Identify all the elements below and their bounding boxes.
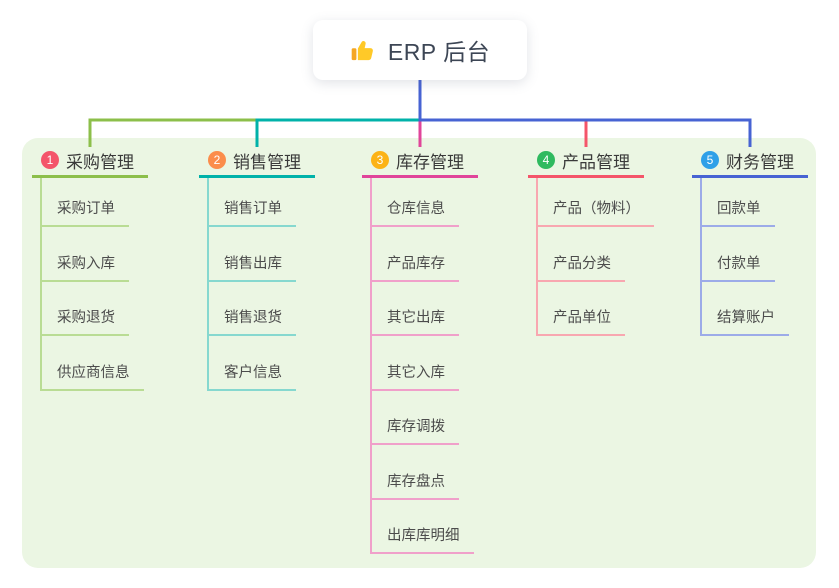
branch-children: 产品（物料） 产品分类 产品单位 [536, 178, 654, 336]
child-label: 供应商信息 [42, 361, 144, 391]
child-label: 仓库信息 [372, 197, 459, 227]
child-label: 采购订单 [42, 197, 129, 227]
child-node[interactable]: 销售退货 [209, 282, 296, 336]
branch-title-purchase[interactable]: 1 采购管理 [32, 148, 148, 178]
thumbs-up-icon [351, 40, 373, 60]
child-label: 出库库明细 [372, 524, 474, 554]
child-label: 产品分类 [538, 252, 625, 282]
branch-title-product[interactable]: 4 产品管理 [528, 148, 644, 178]
child-label: 其它出库 [372, 306, 459, 336]
child-label: 销售订单 [209, 197, 296, 227]
child-label: 销售退货 [209, 306, 296, 336]
branch-sales: 2 销售管理 销售订单 销售出库 销售退货 客户信息 [199, 148, 315, 391]
child-node[interactable]: 采购入库 [42, 227, 144, 282]
branch-children: 仓库信息 产品库存 其它出库 其它入库 库存调拨 库存盘点 出库库明细 [370, 178, 474, 554]
branch-number-badge: 2 [208, 151, 226, 169]
child-node[interactable]: 销售订单 [209, 178, 296, 227]
child-label: 付款单 [702, 252, 775, 282]
child-label: 采购退货 [42, 306, 129, 336]
child-node[interactable]: 采购退货 [42, 282, 144, 336]
child-label: 产品单位 [538, 306, 625, 336]
child-node[interactable]: 采购订单 [42, 178, 144, 227]
child-node[interactable]: 产品分类 [538, 227, 654, 282]
child-label: 结算账户 [702, 306, 789, 336]
branch-label: 采购管理 [66, 152, 134, 172]
branch-children: 采购订单 采购入库 采购退货 供应商信息 [40, 178, 144, 391]
branch-number-badge: 5 [701, 151, 719, 169]
branch-title-inventory[interactable]: 3 库存管理 [362, 148, 478, 178]
child-label: 库存盘点 [372, 470, 459, 500]
child-node[interactable]: 回款单 [702, 178, 789, 227]
child-label: 产品（物料） [538, 197, 654, 227]
branch-label: 财务管理 [726, 152, 794, 172]
child-label: 产品库存 [372, 252, 459, 282]
root-node[interactable]: ERP 后台 [313, 20, 527, 80]
root-node-title: ERP 后台 [387, 39, 491, 65]
child-label: 客户信息 [209, 361, 296, 391]
branch-purchase: 1 采购管理 采购订单 采购入库 采购退货 供应商信息 [32, 148, 148, 391]
child-node[interactable]: 销售出库 [209, 227, 296, 282]
branch-number-badge: 3 [371, 151, 389, 169]
branch-inventory: 3 库存管理 仓库信息 产品库存 其它出库 其它入库 库存调拨 库存盘点 出库库… [362, 148, 478, 554]
child-node[interactable]: 客户信息 [209, 336, 296, 391]
branch-children: 回款单 付款单 结算账户 [700, 178, 789, 336]
branch-finance: 5 财务管理 回款单 付款单 结算账户 [692, 148, 808, 336]
branch-title-finance[interactable]: 5 财务管理 [692, 148, 808, 178]
child-node[interactable]: 其它出库 [372, 282, 474, 336]
child-label: 采购入库 [42, 252, 129, 282]
branch-label: 库存管理 [396, 152, 464, 172]
branch-title-sales[interactable]: 2 销售管理 [199, 148, 315, 178]
branch-number-badge: 4 [537, 151, 555, 169]
child-node[interactable]: 结算账户 [702, 282, 789, 336]
child-node[interactable]: 出库库明细 [372, 500, 474, 554]
branch-product: 4 产品管理 产品（物料） 产品分类 产品单位 [528, 148, 654, 336]
child-node[interactable]: 库存盘点 [372, 445, 474, 500]
child-label: 销售出库 [209, 252, 296, 282]
child-label: 库存调拨 [372, 415, 459, 445]
child-label: 其它入库 [372, 361, 459, 391]
child-node[interactable]: 其它入库 [372, 336, 474, 391]
connector-branch-finance [418, 78, 752, 147]
child-node[interactable]: 供应商信息 [42, 336, 144, 391]
branches-background-panel [22, 138, 816, 568]
branch-children: 销售订单 销售出库 销售退货 客户信息 [207, 178, 296, 391]
branch-label: 销售管理 [233, 152, 301, 172]
child-node[interactable]: 产品（物料） [538, 178, 654, 227]
branch-label: 产品管理 [562, 152, 630, 172]
child-node[interactable]: 产品库存 [372, 227, 474, 282]
child-node[interactable]: 库存调拨 [372, 391, 474, 445]
child-node[interactable]: 仓库信息 [372, 178, 474, 227]
child-node[interactable]: 产品单位 [538, 282, 654, 336]
branch-number-badge: 1 [41, 151, 59, 169]
child-label: 回款单 [702, 197, 775, 227]
child-node[interactable]: 付款单 [702, 227, 789, 282]
